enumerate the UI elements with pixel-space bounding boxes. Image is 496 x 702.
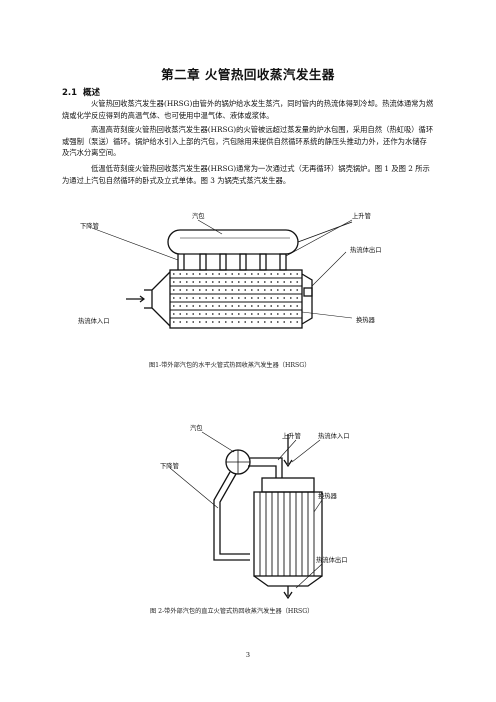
fig1-label-riser: 上升管 xyxy=(352,211,371,220)
paragraph-3: 低温低苛刻度火管热回收蒸汽发生器(HRSG)通常为一次通过式（无再循环）锅壳锅炉… xyxy=(62,163,434,186)
figure-1-caption: 图1-带外部汽包的水平火管式热回收蒸汽发生器（HRSG） xyxy=(149,362,311,369)
riser-pipe-vertical xyxy=(250,457,283,478)
section-title: 概述 xyxy=(82,88,100,98)
downcomer-pipe-vertical xyxy=(213,471,250,561)
fig2-label-hot-inlet: 热流体入口 xyxy=(318,431,349,440)
fig1-label-downcomer: 下降管 xyxy=(80,221,99,230)
paragraph-3-text: 低温低苛刻度火管热回收蒸汽发生器(HRSG)通常为一次通过式（无再循环）锅壳锅炉… xyxy=(62,164,430,185)
vertical-exchanger-shell xyxy=(253,491,323,577)
section-number: 2.1 xyxy=(62,88,78,98)
figure-2-diagram: 汽包 上升管 热流体入口 下降管 换热器 热流体出口 xyxy=(160,423,349,600)
fig1-label-exchanger: 换热器 xyxy=(356,315,376,324)
fig2-label-exchanger: 换热器 xyxy=(318,491,338,500)
paragraph-2-text: 高温高苛刻度火管热回收蒸汽发生器(HRSG)的火管被远超过蒸发量的炉水包围，采用… xyxy=(62,125,434,158)
outlet-head xyxy=(301,273,313,325)
fig1-label-hot-inlet: 热流体入口 xyxy=(78,316,109,325)
riser-pipes xyxy=(199,253,287,271)
fig2-label-downcomer: 下降管 xyxy=(160,461,179,470)
figure-1-diagram: 汽包 上升管 下降管 热流体出口 热流体入口 换热器 xyxy=(78,211,381,329)
fig2-label-hot-outlet: 热流体出口 xyxy=(316,555,347,564)
fig2-label-riser: 上升管 xyxy=(282,431,301,440)
inlet-cone xyxy=(151,271,171,327)
heat-exchanger-shell xyxy=(169,269,303,329)
fig1-label-hot-outlet: 热流体出口 xyxy=(350,245,381,254)
paragraph-2: 高温高苛刻度火管热回收蒸汽发生器(HRSG)的火管被远超过蒸发量的炉水包围，采用… xyxy=(62,124,434,159)
page-number: 3 xyxy=(245,651,251,659)
figure-2-caption: 图 2-带外部汽包的直立火管式热回收蒸汽发生器（HRSG） xyxy=(150,608,314,615)
fig2-label-drum: 汽包 xyxy=(190,423,203,432)
chapter-title: 第二章 火管热回收蒸汽发生器 xyxy=(161,67,335,82)
section-heading: 2.1 概述 xyxy=(62,86,100,98)
paragraph-1: 火管热回收蒸汽发生器(HRSG)由管外的锅炉给水发生蒸汽，同时管内的热流体得到冷… xyxy=(62,98,434,121)
paragraph-1-text: 火管热回收蒸汽发生器(HRSG)由管外的锅炉给水发生蒸汽，同时管内的热流体得到冷… xyxy=(62,99,434,120)
fig1-label-drum: 汽包 xyxy=(192,211,205,220)
steam-drum xyxy=(167,229,299,255)
